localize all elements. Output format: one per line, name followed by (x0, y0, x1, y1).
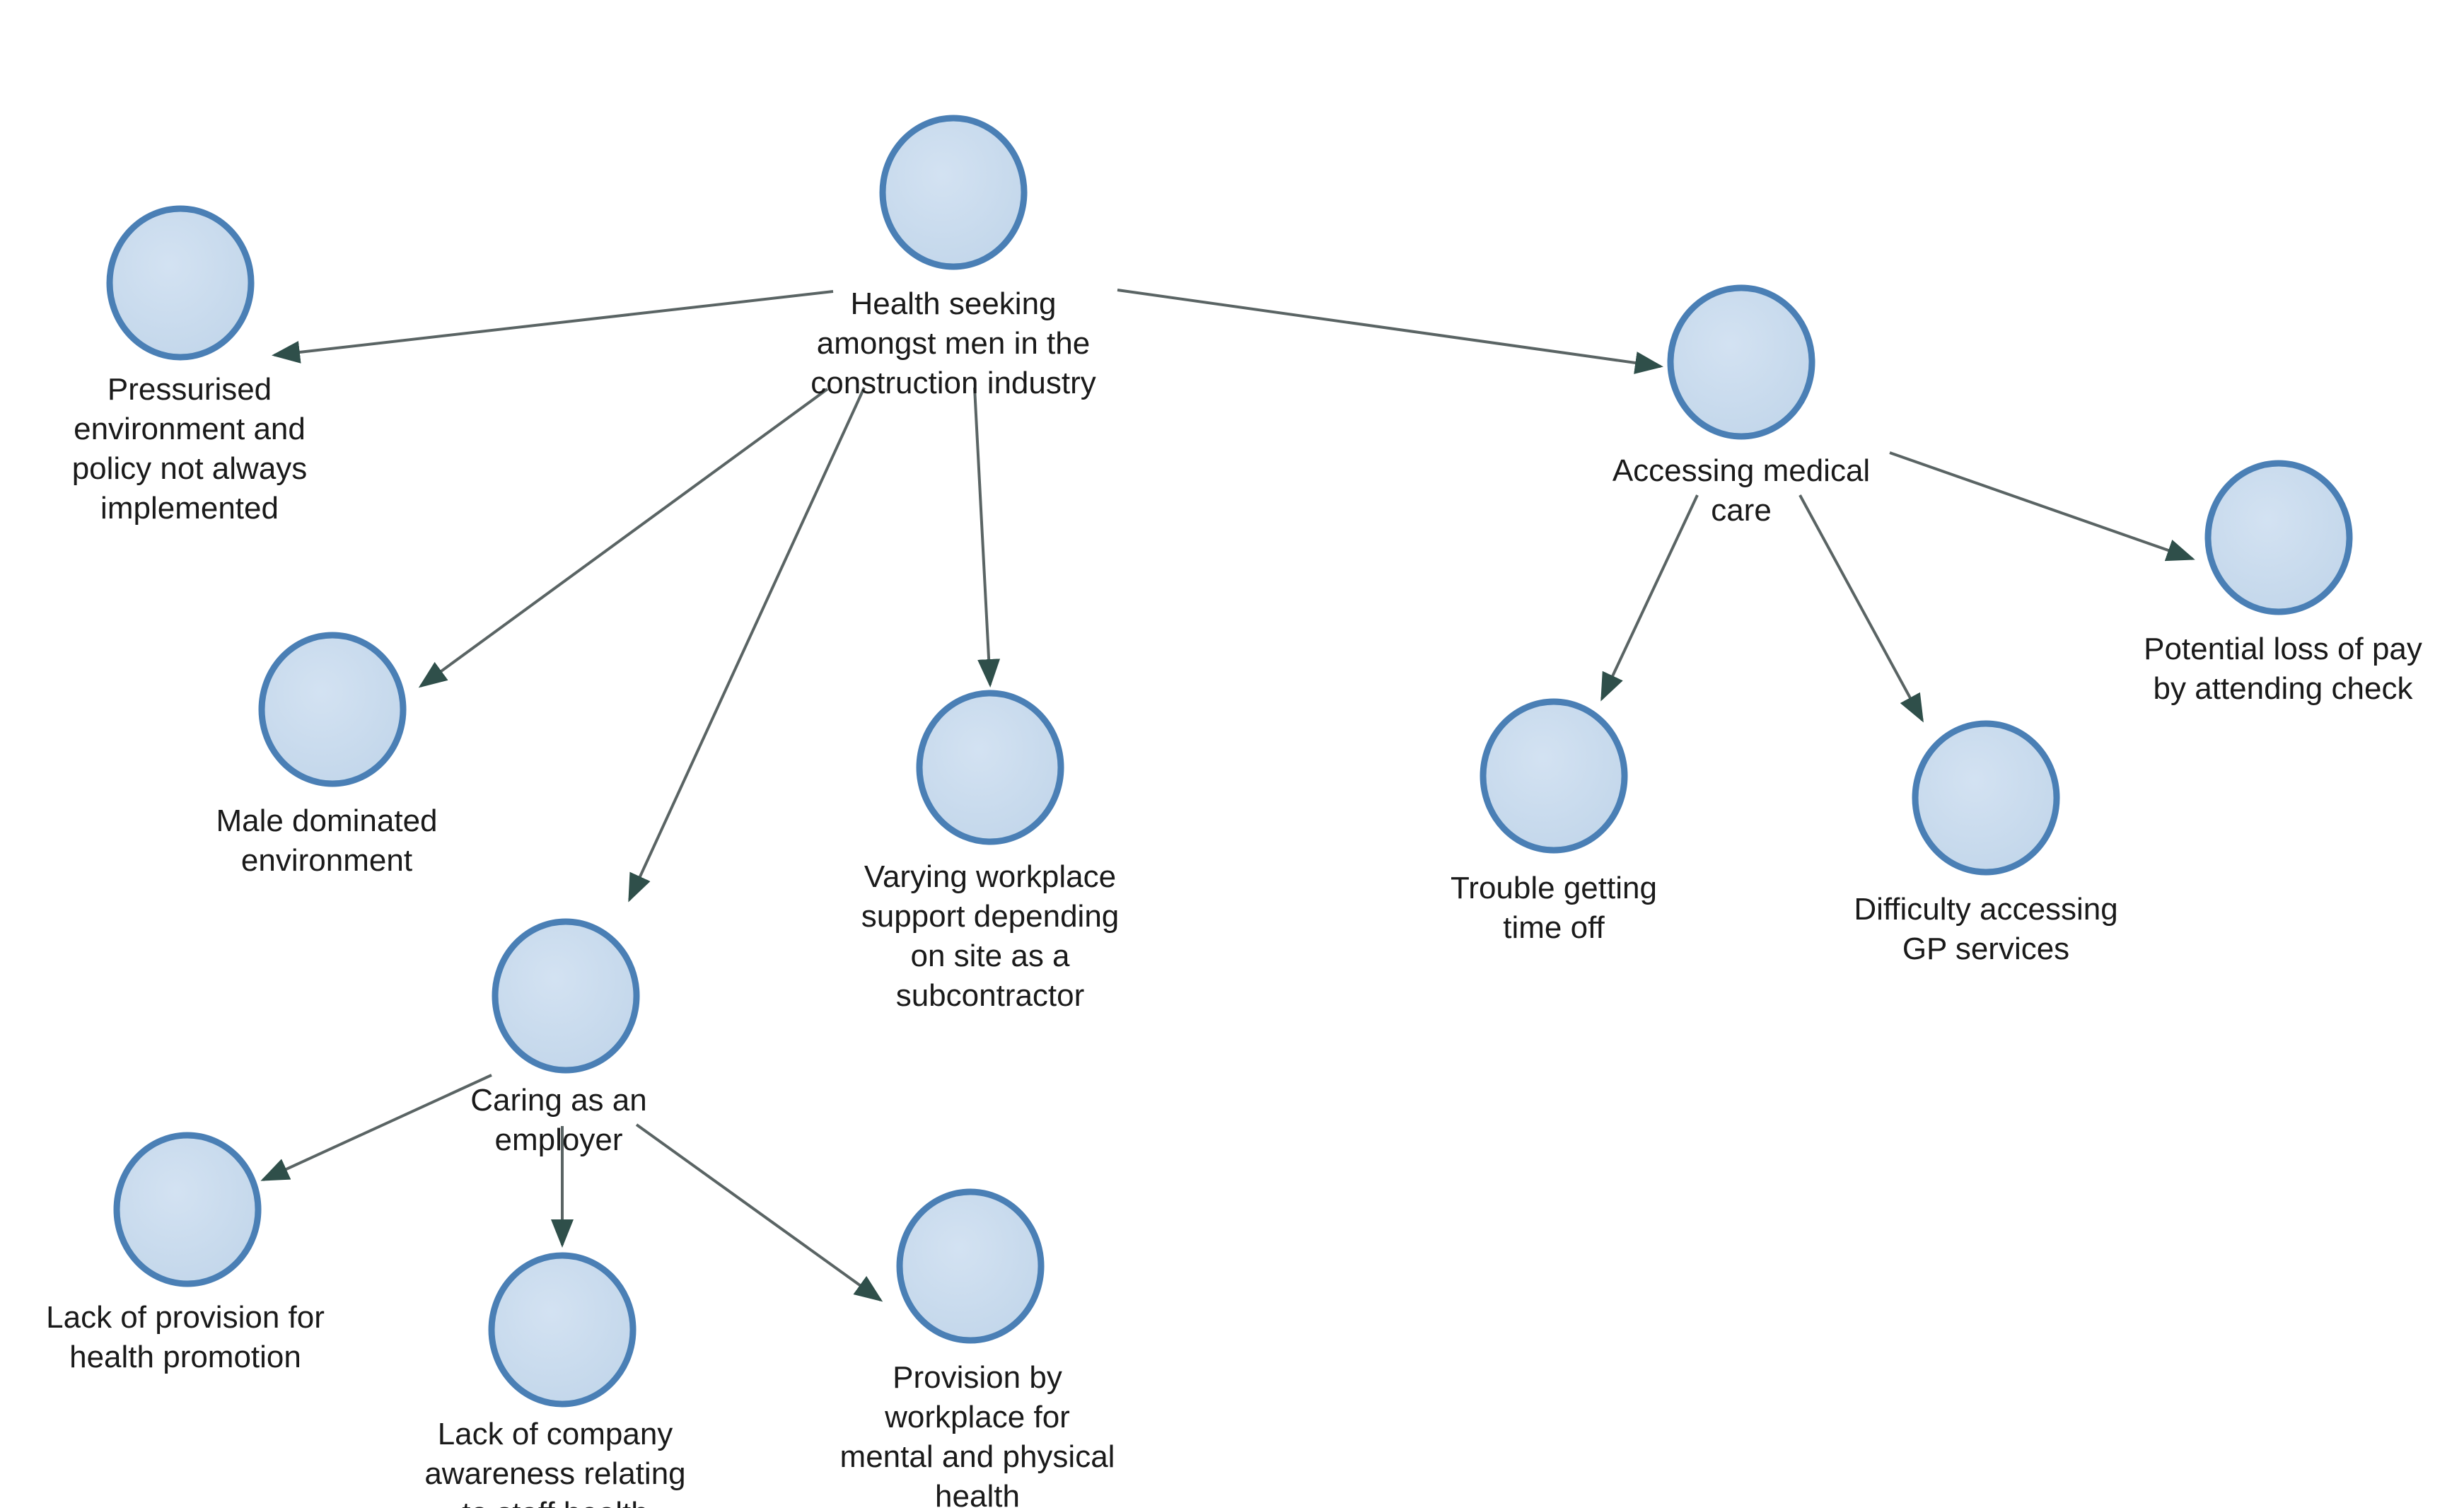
edge-caring-to-lack-provision (260, 1074, 492, 1181)
label-line: time off (1503, 910, 1605, 945)
edge-root-to-accessing-care (1117, 289, 1663, 374)
node-difficulty-gp[interactable]: Difficulty accessing GP services (1854, 720, 2118, 966)
node-male-dominated[interactable]: Male dominated environment (216, 632, 438, 878)
label-line: support depending (861, 899, 1120, 934)
label-line: Accessing medical (1612, 453, 1870, 488)
node-caring-employer[interactable]: Caring as an employer (470, 918, 647, 1157)
label-line: policy not always (72, 451, 308, 486)
node-label-pressurised: Pressurised environment and policy not alw… (72, 372, 308, 526)
node-label-varying-support: Varying workplace support depending on sit… (861, 859, 1120, 1013)
node-circle-provision-workplace[interactable] (896, 1188, 1045, 1344)
node-layer: Health seeking amongst men in the construc… (46, 115, 2422, 1508)
label-line: Lack of provision for (46, 1300, 325, 1335)
node-circle-potential-loss-pay[interactable] (2204, 460, 2353, 615)
label-line: subcontractor (896, 978, 1085, 1013)
node-pressurised[interactable]: Pressurised environment and policy not alw… (72, 205, 308, 526)
node-lack-provision[interactable]: Lack of provision for health promotion (46, 1132, 325, 1374)
label-line: Health seeking (850, 286, 1056, 321)
node-label-male-dominated: Male dominated environment (216, 804, 437, 878)
node-root[interactable]: Health seeking amongst men in the construc… (810, 115, 1096, 400)
label-line: on site as a (910, 939, 1070, 973)
edge-accessing-care-to-potential-loss (1889, 451, 2195, 562)
label-line: health (935, 1479, 1020, 1508)
node-lack-awareness[interactable]: Lack of company awareness relating to staf… (424, 1252, 686, 1508)
label-line: Provision by (893, 1360, 1062, 1395)
label-line: health promotion (69, 1340, 301, 1374)
node-varying-support[interactable]: Varying workplace support depending on sit… (861, 690, 1120, 1013)
edge-root-to-caring-employer (628, 387, 866, 903)
label-line: Pressurised (107, 372, 272, 407)
node-circle-accessing-care[interactable] (1667, 284, 1815, 440)
label-line: Potential loss of pay (2144, 632, 2422, 666)
node-circle-trouble-time-off[interactable] (1480, 698, 1628, 854)
node-label-provision-workplace: Provision by workplace for mental and phys… (840, 1360, 1115, 1508)
label-line: amongst men in the (817, 326, 1090, 361)
label-line: Trouble getting (1451, 871, 1657, 905)
edge-accessing-care-to-trouble (1600, 494, 1699, 702)
node-potential-loss-pay[interactable]: Potential loss of pay by attending check (2144, 460, 2422, 706)
node-label-root: Health seeking amongst men in the construc… (810, 286, 1096, 400)
label-line: Lack of company (438, 1417, 673, 1451)
label-line: to staff health (462, 1496, 648, 1508)
label-line: GP services (1902, 932, 2069, 966)
node-circle-caring-employer[interactable] (492, 918, 640, 1074)
node-circle-pressurised[interactable] (106, 205, 255, 361)
node-label-trouble-time-off: Trouble getting time off (1451, 871, 1657, 945)
node-circle-male-dominated[interactable] (258, 632, 407, 787)
label-line: awareness relating (424, 1456, 685, 1491)
node-provision-workplace[interactable]: Provision by workplace for mental and phys… (840, 1188, 1115, 1508)
edge-root-to-varying-support (973, 387, 1001, 688)
edge-caring-to-provision-workplace (635, 1123, 883, 1302)
edge-root-to-male-dominated (418, 388, 829, 688)
node-label-caring-employer: Caring as an employer (470, 1083, 646, 1157)
label-line: implemented (100, 491, 279, 526)
label-line: by attending check (2154, 671, 2414, 706)
label-line: employer (495, 1123, 623, 1157)
node-circle-lack-awareness[interactable] (488, 1252, 637, 1408)
label-line: Male dominated (216, 804, 437, 838)
label-line: Caring as an (470, 1083, 646, 1118)
node-circle-root[interactable] (879, 115, 1028, 270)
label-line: environment (241, 843, 412, 878)
edge-accessing-care-to-difficulty-gp (1798, 494, 1924, 723)
node-accessing-care[interactable]: Accessing medical care (1612, 284, 1870, 528)
edge-layer (260, 289, 2195, 1302)
node-label-potential-loss-pay: Potential loss of pay by attending check (2144, 632, 2422, 706)
label-line: Varying workplace (864, 859, 1116, 894)
node-circle-difficulty-gp[interactable] (1912, 720, 2060, 876)
label-line: environment and (74, 412, 306, 446)
label-line: workplace for (884, 1400, 1070, 1434)
edge-root-to-pressurised (272, 290, 834, 364)
label-line: construction industry (810, 366, 1096, 400)
label-line: mental and physical (840, 1439, 1115, 1474)
label-line: care (1711, 493, 1772, 528)
node-trouble-time-off[interactable]: Trouble getting time off (1451, 698, 1657, 945)
node-label-difficulty-gp: Difficulty accessing GP services (1854, 892, 2117, 966)
label-line: Difficulty accessing (1854, 892, 2117, 927)
node-label-lack-provision: Lack of provision for health promotion (46, 1300, 325, 1374)
node-circle-varying-support[interactable] (916, 690, 1064, 845)
node-label-accessing-care: Accessing medical care (1612, 453, 1870, 528)
node-label-lack-awareness: Lack of company awareness relating to staf… (424, 1417, 685, 1508)
node-circle-lack-provision[interactable] (113, 1132, 262, 1287)
